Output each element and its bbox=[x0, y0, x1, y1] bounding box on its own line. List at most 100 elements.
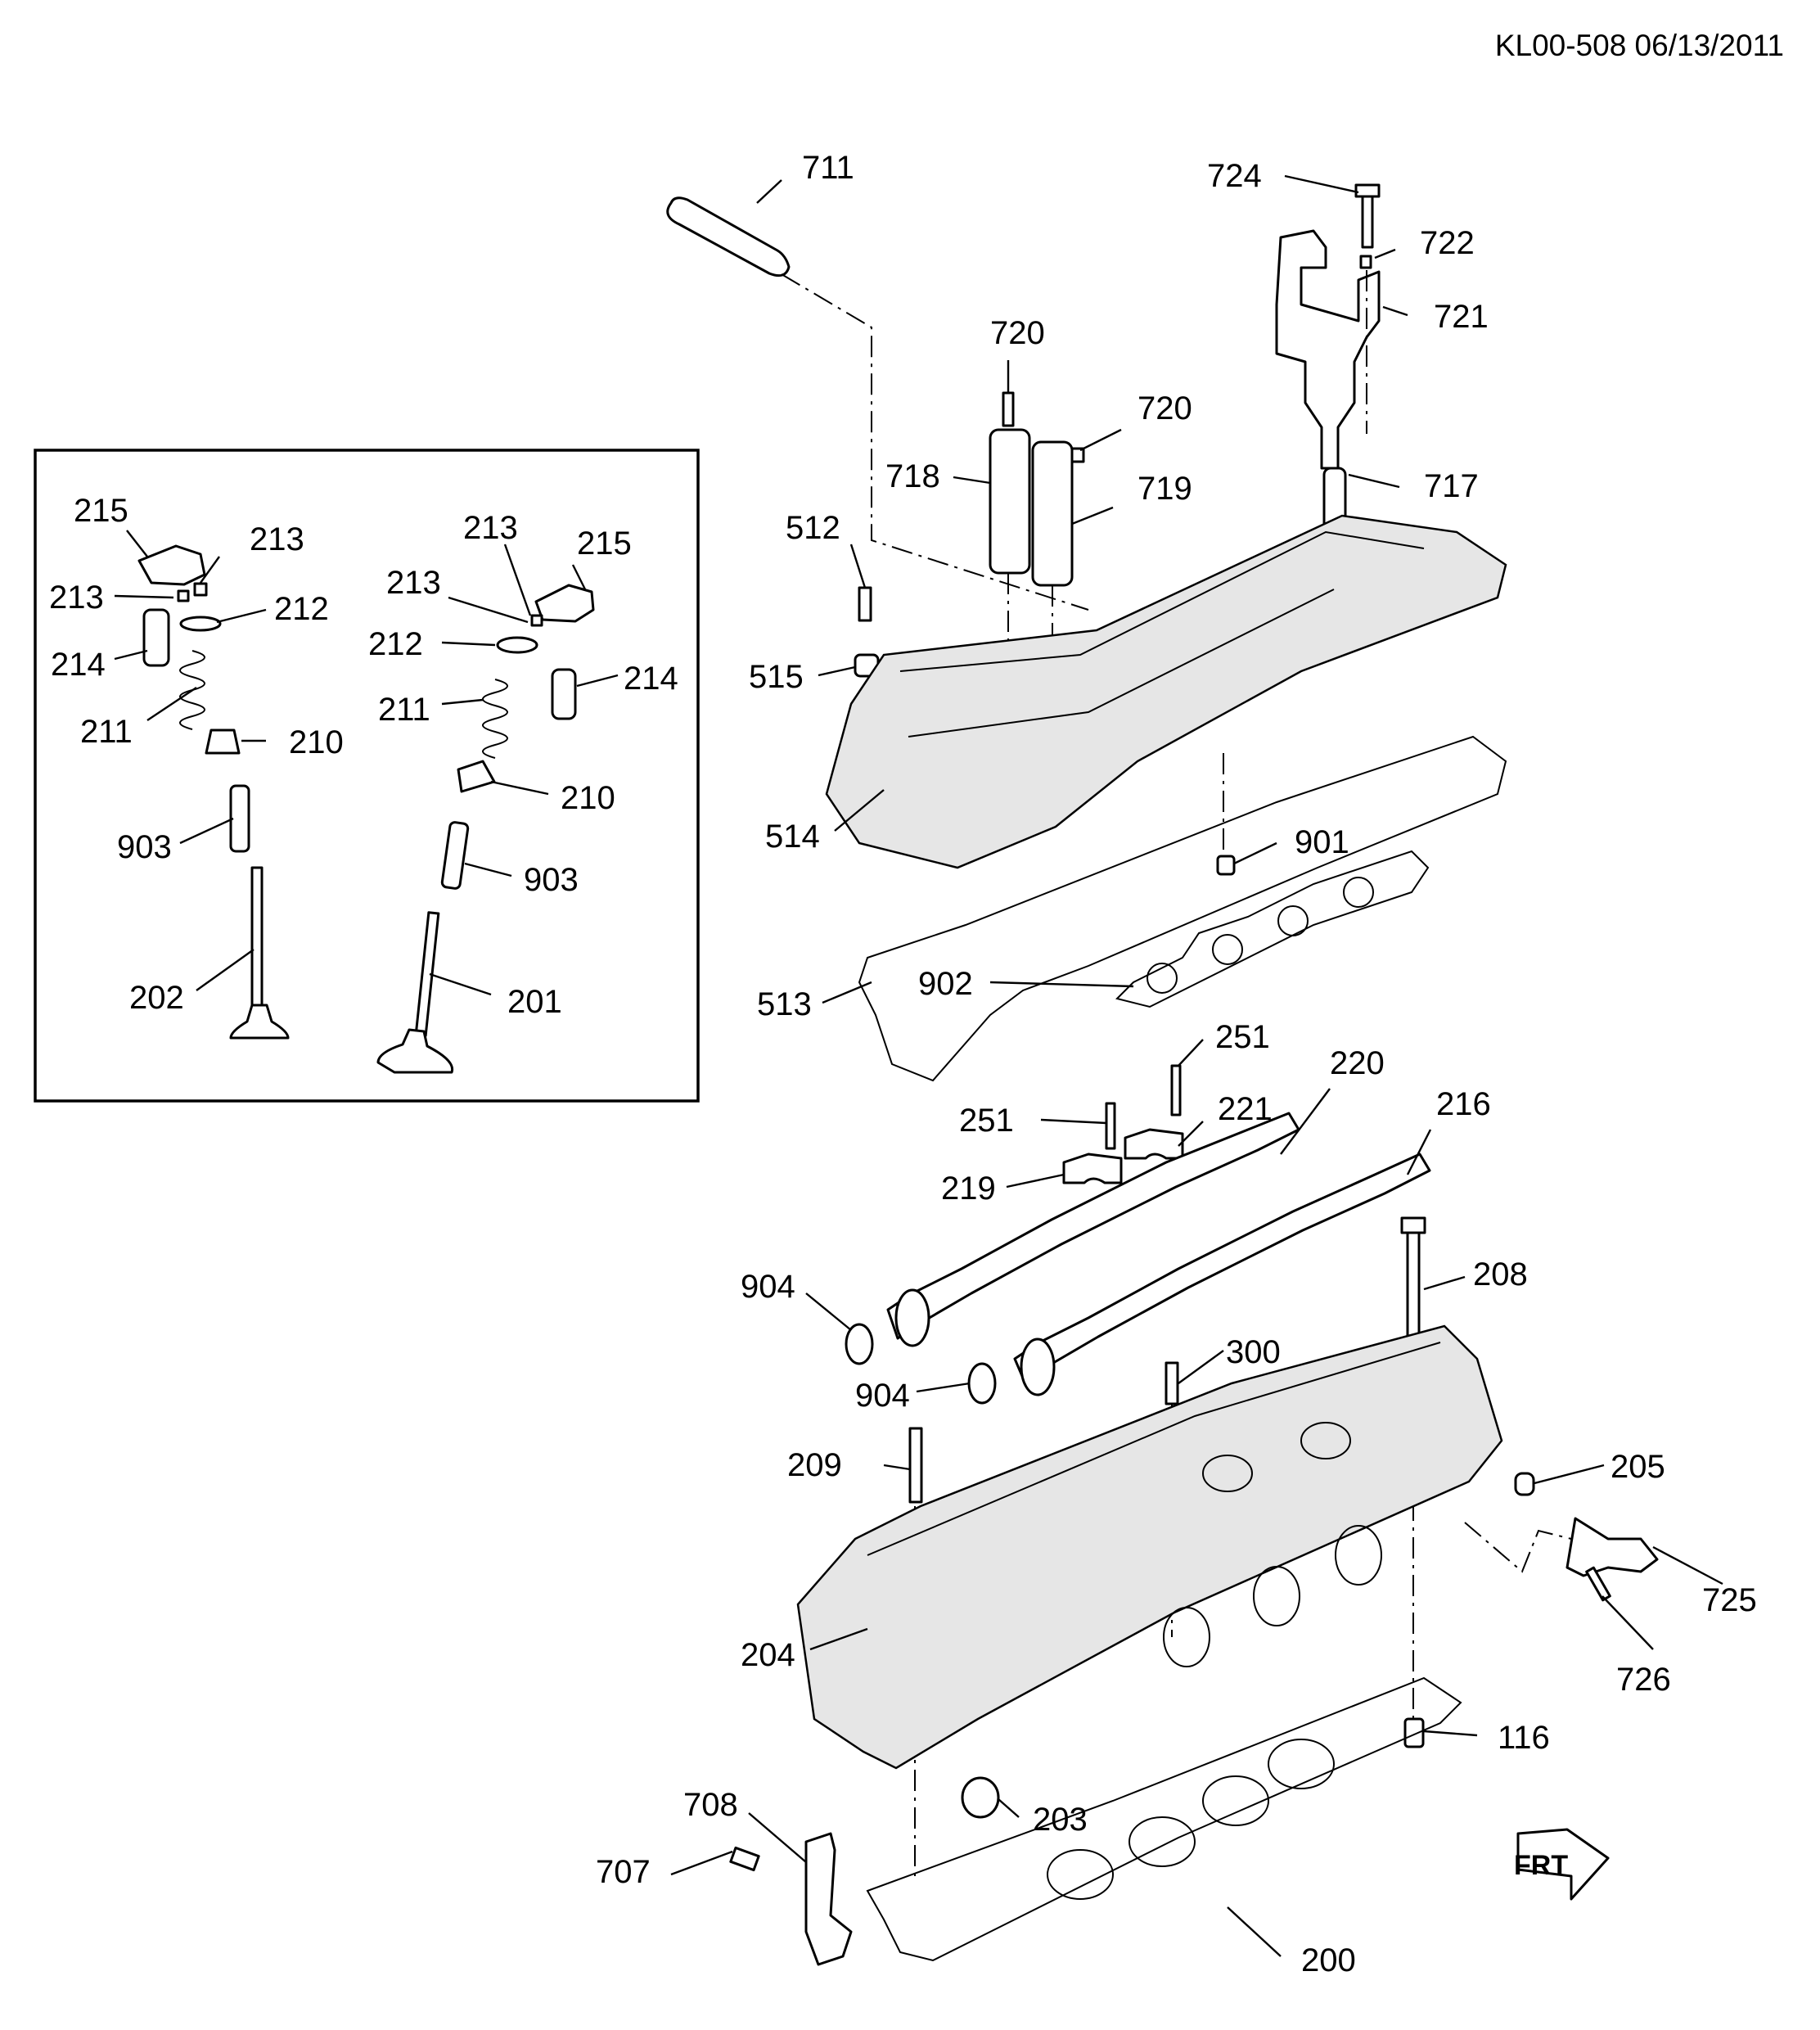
bearing-cap-219 bbox=[1062, 1153, 1123, 1184]
callout-718: 718 bbox=[885, 458, 940, 494]
callout-726: 726 bbox=[1616, 1662, 1671, 1698]
front-arrow-label: FRT bbox=[1514, 1850, 1568, 1881]
callout-711: 711 bbox=[802, 150, 854, 186]
main-assembly: FRT bbox=[596, 150, 1757, 1978]
callout-515: 515 bbox=[749, 659, 804, 695]
callout-903: 903 bbox=[524, 862, 579, 898]
valve-seal-left-part bbox=[205, 729, 241, 755]
cam-seal-1 bbox=[845, 1323, 874, 1365]
coil-bolt-part bbox=[1361, 188, 1374, 249]
callout-212: 212 bbox=[274, 591, 329, 627]
rocker-arm-left-part bbox=[137, 544, 206, 586]
dowel-pin-part bbox=[1403, 1717, 1425, 1748]
key-left-part-2 bbox=[177, 589, 190, 602]
cover-gasket-part bbox=[858, 735, 1507, 1082]
valvetrain-inset: 215 213 213 212 214 211 210 903 202 213 … bbox=[34, 449, 700, 1103]
callout-720: 720 bbox=[990, 315, 1045, 351]
head-gasket-part bbox=[866, 1676, 1462, 1962]
callout-512: 512 bbox=[786, 510, 840, 546]
callout-208: 208 bbox=[1473, 1256, 1528, 1292]
valve-seal-right-part bbox=[457, 760, 496, 793]
spring-right-part bbox=[482, 679, 508, 759]
callout-209: 209 bbox=[787, 1447, 842, 1483]
exhaust-camshaft-part bbox=[1013, 1153, 1431, 1383]
retainer-right-part bbox=[496, 636, 538, 654]
callout-717: 717 bbox=[1424, 468, 1479, 504]
callout-707: 707 bbox=[596, 1854, 651, 1890]
callout-216: 216 bbox=[1436, 1086, 1491, 1122]
exhaust-solenoid-part bbox=[1031, 440, 1074, 587]
callout-204: 204 bbox=[741, 1637, 795, 1673]
cap-bolt-part bbox=[1170, 1064, 1182, 1116]
callout-210: 210 bbox=[289, 724, 344, 760]
callout-901: 901 bbox=[1295, 824, 1349, 860]
callout-708: 708 bbox=[683, 1787, 738, 1823]
head-plug-part bbox=[1514, 1472, 1535, 1496]
callout-203: 203 bbox=[1033, 1802, 1088, 1838]
callout-213: 213 bbox=[49, 580, 104, 616]
callout-211: 211 bbox=[80, 714, 133, 750]
callout-725: 725 bbox=[1702, 1582, 1757, 1618]
callout-201: 201 bbox=[507, 984, 562, 1020]
callout-210: 210 bbox=[561, 780, 615, 816]
callout-513: 513 bbox=[757, 986, 812, 1022]
retainer-left-part bbox=[179, 616, 222, 632]
callout-221: 221 bbox=[1218, 1091, 1273, 1127]
front-direction-arrow: FRT bbox=[1514, 1828, 1610, 1901]
callout-212: 212 bbox=[368, 626, 423, 662]
key-right-part bbox=[530, 614, 543, 627]
callout-215: 215 bbox=[74, 493, 128, 529]
callout-514: 514 bbox=[765, 819, 820, 855]
key-left-part bbox=[193, 582, 208, 597]
callout-722: 722 bbox=[1420, 225, 1475, 261]
callout-215: 215 bbox=[577, 526, 632, 562]
inset-frame bbox=[34, 449, 700, 1103]
intake-solenoid-part bbox=[989, 428, 1031, 575]
expansion-plug-part bbox=[961, 1776, 1000, 1819]
pcv-hose-part bbox=[666, 196, 791, 277]
lifter-left-part bbox=[142, 608, 170, 667]
callout-903: 903 bbox=[117, 829, 172, 865]
valve-head-right-part bbox=[376, 1028, 454, 1074]
callout-904: 904 bbox=[855, 1378, 910, 1414]
bearing-cap-221 bbox=[1124, 1128, 1184, 1160]
callout-719: 719 bbox=[1138, 471, 1192, 507]
callout-213: 213 bbox=[386, 565, 441, 601]
pcv-valve-part bbox=[858, 586, 872, 622]
callout-219: 219 bbox=[941, 1171, 996, 1207]
valve-guide-left-part bbox=[229, 784, 250, 853]
solenoid-bolt-part bbox=[1002, 391, 1015, 427]
callout-721: 721 bbox=[1434, 299, 1489, 335]
ignition-coil-part bbox=[1275, 229, 1381, 470]
diagram-reference-code: KL00-508 06/13/2011 bbox=[1495, 29, 1784, 62]
callout-904: 904 bbox=[741, 1269, 795, 1305]
valve-stem-left-part bbox=[250, 866, 264, 1008]
callout-214: 214 bbox=[51, 647, 106, 683]
coil-bolt-head bbox=[1354, 183, 1381, 198]
valve-head-left-part bbox=[229, 1004, 290, 1040]
callout-116: 116 bbox=[1498, 1720, 1550, 1756]
lift-bracket-part bbox=[804, 1832, 853, 1966]
callout-251: 251 bbox=[959, 1103, 1014, 1139]
camshaft-cover-part bbox=[825, 514, 1507, 869]
cylinder-head-part bbox=[796, 1324, 1503, 1770]
valve-guide-right-part bbox=[440, 821, 470, 890]
callout-724: 724 bbox=[1207, 158, 1262, 194]
lifter-right-part bbox=[551, 668, 577, 720]
callout-300: 300 bbox=[1226, 1334, 1281, 1370]
stud-part bbox=[1165, 1361, 1179, 1405]
callout-213: 213 bbox=[250, 521, 304, 557]
callout-213: 213 bbox=[463, 510, 518, 546]
callout-205: 205 bbox=[1611, 1449, 1665, 1485]
bracket-bolt-part bbox=[729, 1846, 760, 1872]
callout-211: 211 bbox=[378, 692, 430, 728]
callout-902: 902 bbox=[918, 966, 973, 1002]
sensor-bolt-part bbox=[1585, 1566, 1611, 1602]
cover-grommet-part bbox=[1216, 855, 1236, 876]
callout-220: 220 bbox=[1330, 1045, 1385, 1081]
cam-seal-2 bbox=[967, 1362, 997, 1405]
head-bolt-head bbox=[1400, 1216, 1426, 1234]
callout-720: 720 bbox=[1138, 390, 1192, 426]
spark-plug-seal-part bbox=[1115, 850, 1430, 1008]
